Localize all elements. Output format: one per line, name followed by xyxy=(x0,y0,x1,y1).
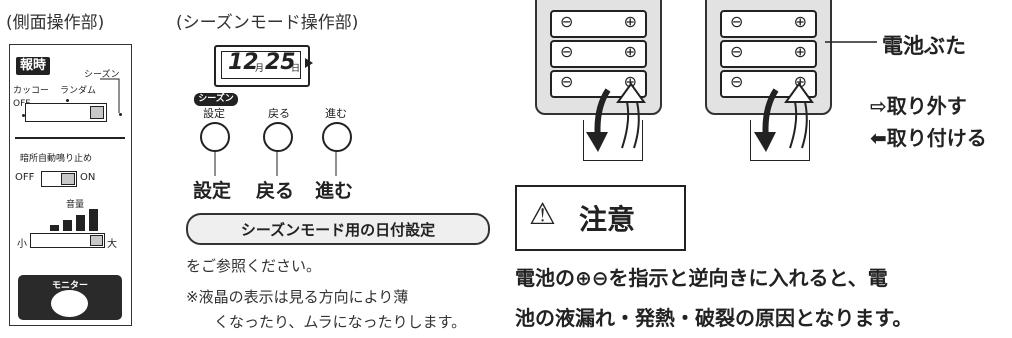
lcd-screen: 12 月 25 日 xyxy=(221,50,301,79)
lcd-arrow-icon xyxy=(305,58,313,68)
volume-slider[interactable] xyxy=(30,233,105,248)
random-label: ランダム xyxy=(60,86,97,96)
positive-terminal-icon: ⊕ xyxy=(623,42,637,61)
monitor-button-panel: モニター xyxy=(18,275,122,320)
report-mode-switch[interactable] xyxy=(25,103,107,122)
remove-label: ⇨取り外す xyxy=(870,94,967,118)
back-button-small-label: 戻る xyxy=(268,107,290,120)
reference-section-title: シーズンモード用の日付設定 xyxy=(240,221,436,239)
battery-cell: ⊖ ⊕ xyxy=(550,10,647,38)
caution-box: ⚠ 注意 xyxy=(515,185,686,251)
next-button[interactable] xyxy=(322,122,352,152)
set-button-label: 設定 xyxy=(193,180,232,202)
battery-warning-line-1: 電池の⊕⊖を指示と逆向きに入れると、電 xyxy=(515,266,888,290)
back-button-label: 戻る xyxy=(256,180,295,202)
negative-terminal-icon: ⊖ xyxy=(730,72,744,91)
lcd-day-unit: 日 xyxy=(291,64,301,74)
cuckoo-label: カッコー xyxy=(13,86,50,96)
battery-cover-left[interactable] xyxy=(583,120,643,161)
position-dot xyxy=(66,99,69,102)
positive-terminal-icon: ⊕ xyxy=(793,42,807,61)
position-dot xyxy=(22,114,25,117)
off-label: OFF xyxy=(13,99,31,109)
side-control-panel: 報時 シーズン カッコー ランダム OFF 暗所自動鳴り止め OFF ON 音量… xyxy=(9,44,132,326)
volume-large-label: 大 xyxy=(107,239,117,250)
battery-cell: ⊖ ⊕ xyxy=(550,40,647,68)
reference-text: をご参照ください。 xyxy=(186,257,322,275)
volume-label: 音量 xyxy=(66,200,85,210)
side-section-title: (側面操作部) xyxy=(6,13,105,33)
positive-terminal-icon: ⊕ xyxy=(793,12,807,31)
battery-cell: ⊖ ⊕ xyxy=(720,40,817,68)
negative-terminal-icon: ⊖ xyxy=(560,42,574,61)
dark-auto-stop-label: 暗所自動鳴り止め xyxy=(20,154,93,164)
volume-level-icon xyxy=(50,209,98,231)
remove-attach-arrows-icon xyxy=(586,82,646,152)
monitor-label: モニター xyxy=(51,281,88,291)
position-dot xyxy=(119,113,122,116)
lcd-day: 25 xyxy=(265,50,296,75)
monitor-button[interactable] xyxy=(51,290,88,317)
switch-knob[interactable] xyxy=(90,106,104,119)
battery-cell: ⊖ ⊕ xyxy=(720,10,817,38)
negative-terminal-icon: ⊖ xyxy=(730,12,744,31)
battery-cell: ⊖ ⊕ xyxy=(720,70,817,98)
dark-off-label: OFF xyxy=(15,172,35,183)
set-button-small-label: 設定 xyxy=(203,107,225,120)
lcd-month-unit: 月 xyxy=(255,64,265,74)
cover-leader-line xyxy=(825,41,877,43)
attach-label: ⬅取り付ける xyxy=(870,126,987,150)
back-button[interactable] xyxy=(263,122,293,152)
battery-warning-line-2: 池の液漏れ・発熱・破裂の原因となります。 xyxy=(515,306,913,330)
season-pointer-line xyxy=(100,78,120,113)
switch-knob[interactable] xyxy=(61,173,75,185)
season-tag: シーズン xyxy=(194,93,238,106)
dark-on-label: ON xyxy=(80,172,96,183)
season-mode-label: シーズン xyxy=(84,70,120,80)
lcd-display: 12 月 25 日 xyxy=(214,45,310,87)
battery-cover-label: 電池ぶた xyxy=(882,34,966,58)
button-leader-lines xyxy=(214,150,337,176)
caution-title: 注意 xyxy=(579,203,636,236)
warning-triangle-icon: ⚠ xyxy=(529,197,556,232)
dark-auto-stop-switch[interactable] xyxy=(41,171,77,187)
battery-compartment-right: ⊖ ⊕ ⊖ ⊕ ⊖ ⊕ xyxy=(705,0,832,115)
slider-knob[interactable] xyxy=(90,235,103,246)
lcd-note-line-2: くなったり、ムラになったりします。 xyxy=(214,313,467,331)
next-button-small-label: 進む xyxy=(325,107,347,120)
positive-terminal-icon: ⊕ xyxy=(623,12,637,31)
panel-divider xyxy=(15,137,125,139)
lcd-month: 12 xyxy=(228,50,259,75)
next-button-label: 進む xyxy=(315,180,354,202)
lcd-note-line-1: ※液晶の表示は見る方向により薄 xyxy=(186,288,409,306)
reference-section-pill[interactable]: シーズンモード用の日付設定 xyxy=(186,213,490,245)
remove-attach-arrows-icon xyxy=(754,82,814,152)
volume-small-label: 小 xyxy=(17,239,27,250)
set-button[interactable] xyxy=(200,122,230,152)
season-section-title: (シーズンモード操作部) xyxy=(176,13,359,33)
jiho-tag: 報時 xyxy=(16,57,50,75)
negative-terminal-icon: ⊖ xyxy=(730,42,744,61)
negative-terminal-icon: ⊖ xyxy=(560,72,574,91)
negative-terminal-icon: ⊖ xyxy=(560,12,574,31)
